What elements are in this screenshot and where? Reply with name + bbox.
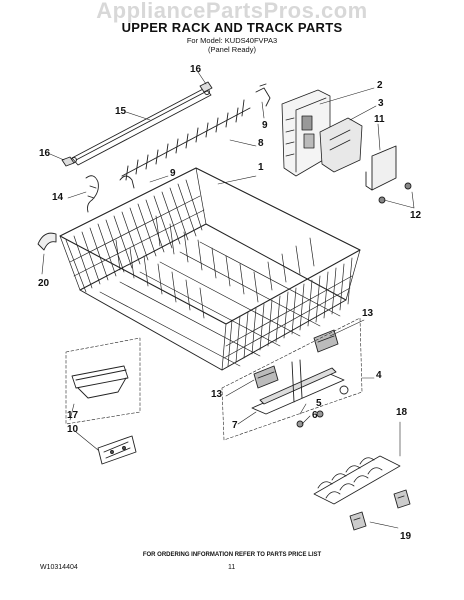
part-19-clip-left [349, 511, 367, 531]
model-subtitle: For Model: KUDS40FVPA3 (Panel Ready) [0, 36, 464, 54]
page-title: UPPER RACK AND TRACK PARTS [121, 20, 343, 35]
part-4-track-assembly [221, 317, 363, 441]
part-15-rail [71, 87, 212, 166]
part-14-clip [85, 175, 99, 213]
part-10-clip [97, 435, 137, 465]
callout-6: 6 [312, 410, 318, 421]
part-19-clip-right [393, 489, 411, 509]
callout-2: 2 [377, 80, 383, 91]
watermark: AppliancePartsPros.com [96, 0, 368, 23]
ordering-info: FOR ORDERING INFORMATION REFER TO PARTS … [142, 552, 322, 558]
part-8-tine-row [121, 99, 251, 181]
callout-9-lower: 9 [170, 168, 176, 179]
part-1-upper-rack [59, 167, 361, 371]
callout-17: 17 [67, 410, 79, 421]
callout-3: 3 [378, 98, 384, 109]
callout-4: 4 [376, 370, 382, 381]
part-18-cup-shelf [313, 455, 401, 505]
part-20-bracket [37, 232, 57, 251]
callout-16-left: 16 [39, 148, 51, 159]
part-9-tine-holder-mid [119, 175, 135, 189]
callout-10: 10 [67, 424, 79, 435]
part-3-adjuster-cover [319, 117, 363, 173]
callout-15: 15 [115, 106, 127, 117]
callout-13-left: 13 [211, 389, 223, 400]
callout-7: 7 [232, 420, 238, 431]
panel-line: (Panel Ready) [208, 45, 256, 54]
part-17-handle [71, 365, 129, 399]
callout-11: 11 [374, 114, 385, 125]
callout-19: 19 [400, 531, 412, 542]
leader-lines [41, 71, 415, 529]
document-number: W10314404 [40, 564, 78, 571]
callout-12: 12 [410, 210, 422, 221]
callout-16-top: 16 [190, 64, 202, 75]
callout-5: 5 [316, 398, 322, 409]
part-5-6-7-track-pieces [251, 359, 349, 428]
part-13-roller-front [253, 365, 279, 389]
part-2-rack-adjuster [281, 89, 331, 177]
callout-8: 8 [258, 138, 264, 149]
part-11-bracket [365, 145, 412, 204]
callout-14: 14 [52, 192, 64, 203]
callout-1: 1 [258, 162, 264, 173]
page-number: 11 [228, 564, 236, 571]
part-17-rack-stop [65, 337, 141, 425]
callout-13-right: 13 [362, 308, 374, 319]
part-16-clip-left [61, 156, 75, 167]
part-9-tine-holder-top [255, 83, 271, 107]
callout-20: 20 [38, 278, 50, 289]
part-13-roller-rear [313, 329, 339, 353]
callout-18: 18 [396, 407, 408, 418]
model-line: For Model: KUDS40FVPA3 [186, 36, 278, 45]
callout-9-upper: 9 [262, 120, 268, 131]
